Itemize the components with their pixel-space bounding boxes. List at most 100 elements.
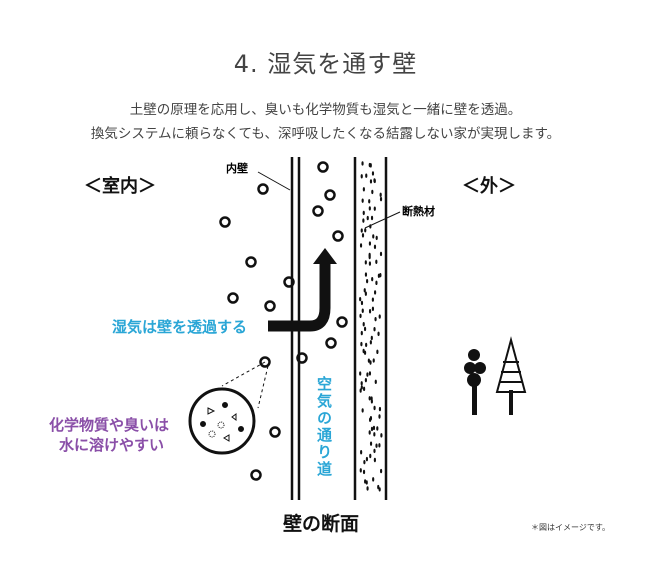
insulation-dot <box>376 349 379 355</box>
insulation-dot <box>370 215 374 221</box>
insulation-dot <box>361 408 364 413</box>
insulation-dot <box>364 272 368 277</box>
insulation-dot <box>360 341 363 347</box>
insulation-dot <box>374 379 377 385</box>
insulation-dot <box>361 233 365 238</box>
indoor-label: ＜室内＞ <box>84 176 156 197</box>
subtitle-line-1: 土壁の原理を応用し、臭いも化学物質も湿気と一緒に壁を透過。 <box>129 102 522 118</box>
insulation-dot <box>361 198 364 203</box>
insulation-dot <box>364 291 367 296</box>
insulation-dot <box>372 234 375 239</box>
bubble <box>269 426 281 438</box>
insulation-dot <box>373 405 376 411</box>
insulation-dot <box>362 187 365 192</box>
insulation-dot <box>378 443 381 448</box>
insulation-dot <box>362 386 366 392</box>
insulation-dot <box>363 288 366 293</box>
arrow-head <box>313 248 337 264</box>
insulation-dot <box>359 388 362 393</box>
insulation-dot <box>379 272 382 278</box>
insulation-dot <box>359 296 362 302</box>
insulation-dot <box>362 469 366 475</box>
insulation-dot <box>360 385 363 390</box>
insulation-dot <box>368 309 372 314</box>
insulation-dot <box>366 372 369 377</box>
insulation-dot <box>369 179 373 184</box>
molecule-zoom <box>188 361 269 455</box>
bubble <box>336 316 348 328</box>
bubble <box>259 356 271 368</box>
insulation-dot <box>372 477 375 482</box>
leader-line <box>257 171 291 191</box>
moisture-label: 湿気は壁を透過する <box>112 318 248 336</box>
insulation-dot <box>373 178 376 184</box>
insulation-dot <box>362 210 365 216</box>
subtitle-line-2: 換気システムに頼らなくても、深呼吸したくなる結露しない家が実現します。 <box>90 126 561 142</box>
insulation-dot <box>366 486 369 491</box>
insulation-dot <box>366 278 369 284</box>
insulation-dot <box>360 330 363 336</box>
note-label: ＊図はイメージです。 <box>531 523 611 532</box>
insulation-dot <box>371 297 374 302</box>
insulation-dot <box>369 441 373 446</box>
insulation-dot <box>368 162 371 168</box>
bubble <box>332 230 344 242</box>
chemicals-label-1: 化学物質や臭いは <box>49 416 170 434</box>
insulation-dot <box>364 377 367 383</box>
bubble <box>227 292 239 304</box>
insulation-dot <box>378 406 382 412</box>
insulation-fill <box>359 161 383 492</box>
insulation-dot <box>369 224 372 229</box>
insulation-dot <box>365 456 369 462</box>
insulation-dot <box>378 487 381 492</box>
insulation-dot <box>373 457 376 463</box>
insulation-dot <box>375 235 378 241</box>
insulation-dot <box>380 468 383 474</box>
insulation-dot <box>362 348 365 354</box>
insulation-dot <box>372 358 375 363</box>
insulation-dot <box>373 290 377 295</box>
insulation-dot <box>368 430 371 435</box>
insulation-dot <box>368 254 371 260</box>
insulation-dot <box>379 251 383 257</box>
insulation-dot <box>377 331 380 337</box>
bubble <box>324 189 336 201</box>
bubble <box>250 469 262 481</box>
insulation-dot <box>375 443 378 448</box>
insulation-dot <box>364 260 367 265</box>
tree-icons <box>464 336 527 415</box>
insulation-dot <box>359 468 362 473</box>
insulation-dot <box>369 416 373 421</box>
insulation-dot <box>361 161 364 166</box>
insulation-dot <box>359 243 363 248</box>
insulation-dot <box>368 261 372 266</box>
bubble <box>283 276 295 288</box>
insulation-dot <box>378 314 381 319</box>
insulation-dot <box>361 308 364 313</box>
insulation-dot <box>375 280 378 286</box>
chemicals-label-2: 水に溶けやすい <box>59 436 165 454</box>
insulation-dot <box>369 453 372 459</box>
section-label: 壁の断面 <box>283 513 360 535</box>
insulation-dot <box>368 396 371 401</box>
insulation-label: 断熱材 <box>402 205 435 218</box>
insulation-dot <box>373 244 377 250</box>
insulation-dot <box>373 206 376 211</box>
insulation-dot <box>370 396 373 401</box>
insulation-dot <box>366 215 369 221</box>
insulation-dot <box>370 335 373 341</box>
bubble <box>317 161 329 173</box>
outdoor-label: ＜外＞ <box>462 176 516 197</box>
insulation-dot <box>374 316 377 322</box>
bubble <box>245 256 257 268</box>
insulation-dot <box>378 414 381 419</box>
page-title: 4. 湿気を通す壁 <box>233 50 418 78</box>
bubble <box>325 337 337 349</box>
insulation-dot <box>376 426 379 431</box>
insulation-dot <box>371 171 375 176</box>
bubble <box>264 300 276 312</box>
insulation-dot <box>369 360 372 365</box>
insulation-dot <box>360 228 363 233</box>
moisture-bubbles <box>219 161 348 481</box>
insulation-dot <box>380 433 383 438</box>
